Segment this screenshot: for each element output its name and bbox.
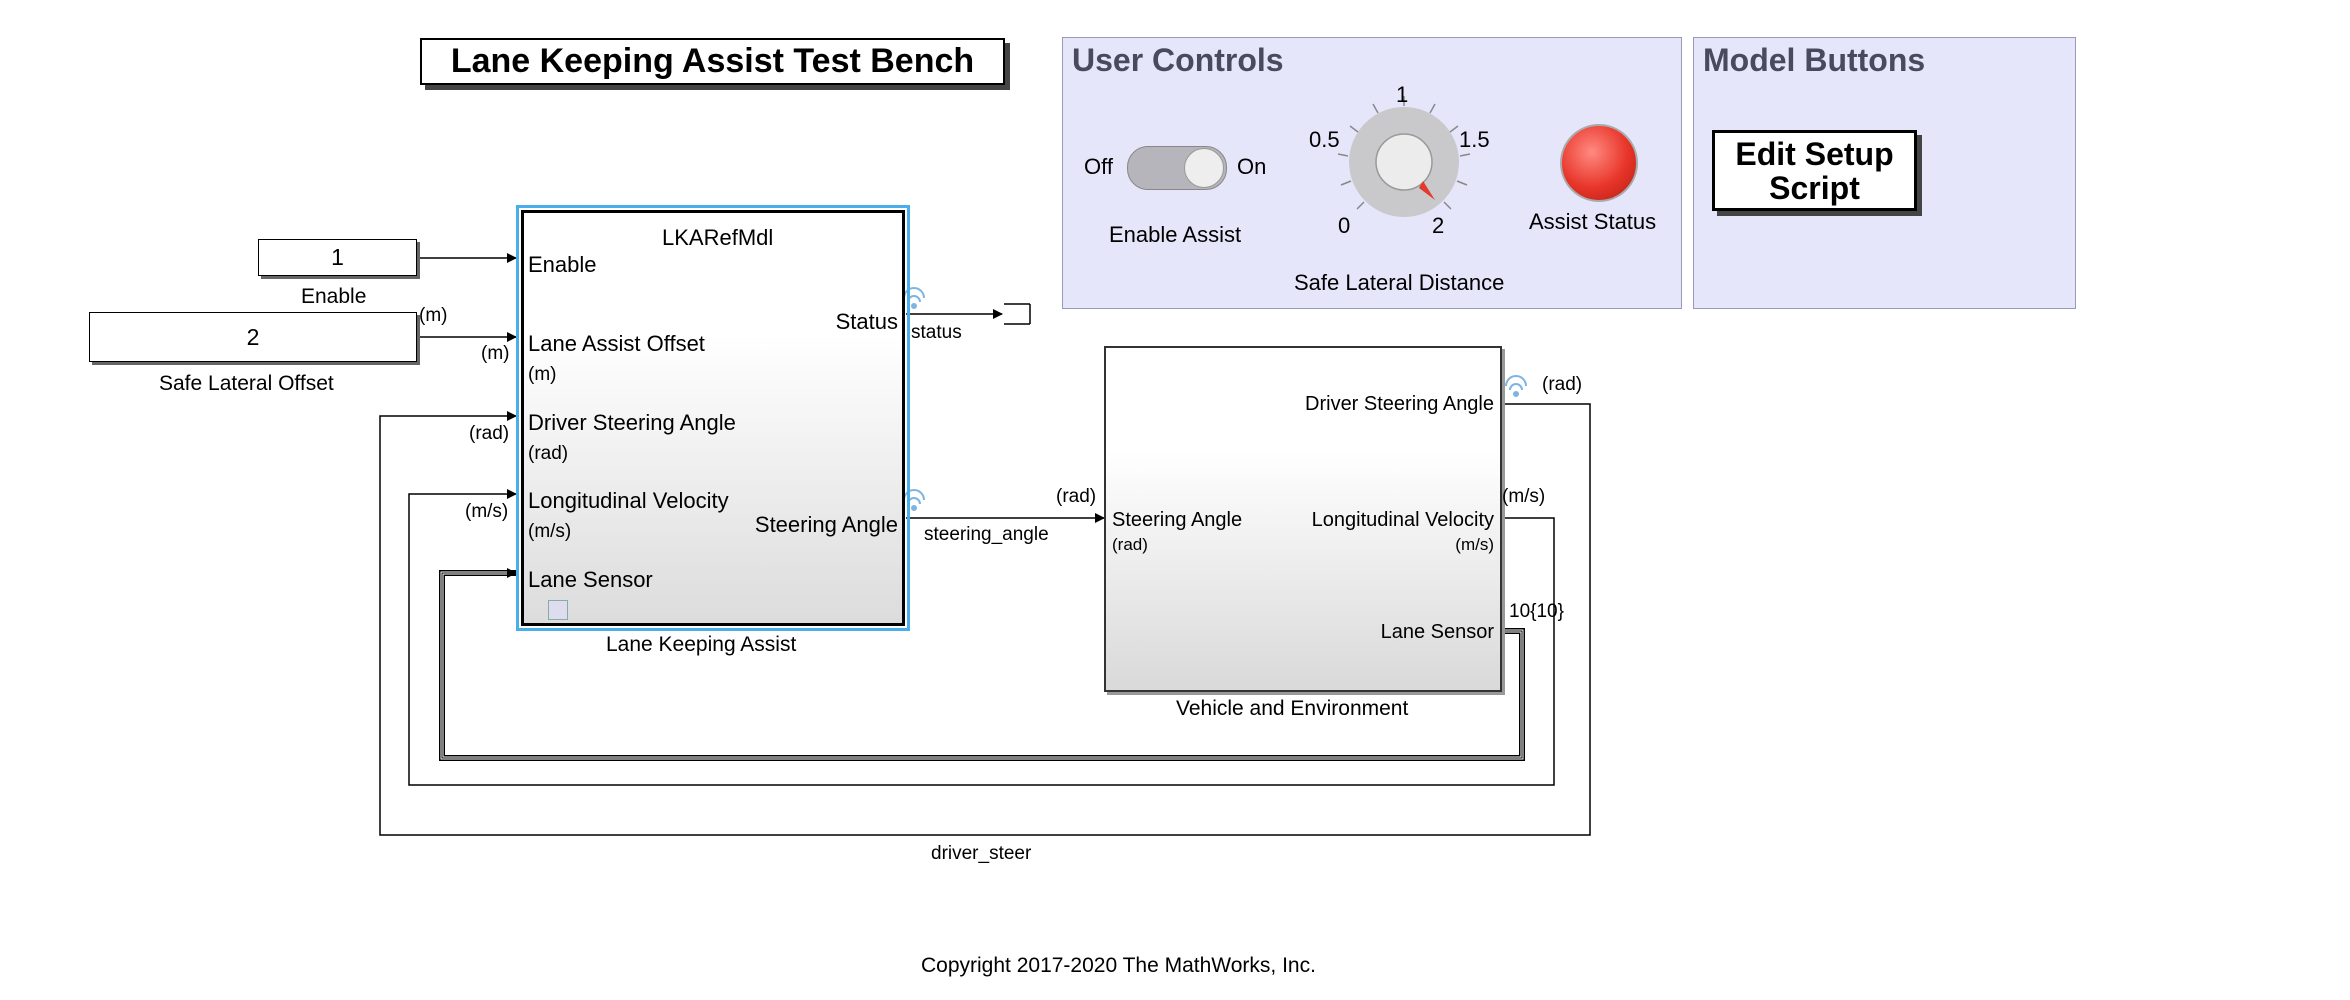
out-port-steering: Steering Angle: [754, 512, 898, 537]
signal-label-steering-angle: steering_angle: [924, 524, 1049, 545]
enable-constant-label: Enable: [301, 285, 367, 308]
offset-constant[interactable]: 2: [89, 312, 417, 362]
signal-unit-rad-in: (rad): [469, 423, 510, 444]
in-port-velocity-unit: (m/s): [528, 521, 572, 542]
out-port-velocity: Longitudinal Velocity: [1311, 509, 1494, 531]
switch-off-label: Off: [1084, 154, 1113, 179]
knob-dial: [1337, 96, 1471, 217]
in-port-offset: Lane Assist Offset: [528, 331, 705, 356]
out-port-driver-steer: Driver Steering Angle: [1305, 393, 1494, 415]
in-port-steering: Steering Angle: [1112, 509, 1243, 531]
knob-label: Safe Lateral Distance: [1294, 270, 1505, 295]
copyright-footer: Copyright 2017-2020 The MathWorks, Inc.: [921, 954, 1316, 977]
signal-unit-ms-out: (m/s): [1502, 486, 1546, 507]
switch-label: Enable Assist: [1109, 222, 1242, 247]
switch-on-label: On: [1237, 154, 1267, 179]
knob-tick-1: 1: [1396, 82, 1409, 107]
lka-block-name: Lane Keeping Assist: [606, 633, 797, 656]
edit-button-line1: Edit Setup: [1735, 135, 1894, 172]
signal-unit-m-in: (m): [481, 343, 510, 364]
edit-button-line2: Script: [1769, 169, 1860, 206]
user-controls-panel: User Controls Off On Enable Assist 0 0.5…: [1062, 37, 1682, 309]
knob-tick-0: 0: [1338, 213, 1351, 238]
terminator: [1004, 303, 1031, 325]
model-ref-icon: [548, 600, 568, 620]
knob-tick-2: 2: [1432, 213, 1445, 238]
enable-assist-switch[interactable]: [1127, 146, 1227, 190]
signal-unit-m-out: (m): [419, 305, 448, 326]
vehicle-environment-block[interactable]: Driver Steering Angle Steering Angle (ra…: [1104, 346, 1502, 692]
in-port-steering-unit: (rad): [1112, 535, 1148, 554]
lamp-label: Assist Status: [1529, 209, 1657, 234]
in-port-velocity: Longitudinal Velocity: [528, 488, 729, 513]
lane-keeping-assist-block[interactable]: LKARefMdl Enable Lane Assist Offset (m) …: [516, 205, 910, 631]
in-port-lane-sensor: Lane Sensor: [528, 567, 653, 592]
out-port-status: Status: [835, 309, 898, 334]
assist-status-lamp: [1560, 124, 1638, 202]
in-port-enable: Enable: [528, 252, 597, 277]
knob-tick-0-5: 0.5: [1309, 127, 1340, 152]
user-controls-heading: User Controls: [1072, 42, 1284, 78]
signal-unit-rad-steer-in: (rad): [1056, 486, 1097, 507]
signal-label-status: status: [911, 322, 962, 343]
model-ref-name: LKARefMdl: [662, 225, 774, 250]
model-buttons-heading: Model Buttons: [1703, 42, 1926, 78]
in-port-offset-unit: (m): [528, 364, 557, 385]
enable-constant[interactable]: 1: [258, 239, 417, 276]
out-port-lane-sensor: Lane Sensor: [1380, 621, 1494, 643]
safe-lateral-distance-knob[interactable]: [1349, 107, 1459, 217]
out-port-velocity-unit: (m/s): [1455, 535, 1494, 554]
vehicle-block-name: Vehicle and Environment: [1176, 697, 1409, 720]
signal-label-driver-steer: driver_steer: [931, 843, 1032, 864]
page-title: Lane Keeping Assist Test Bench: [420, 38, 1005, 85]
signal-unit-rad-out: (rad): [1542, 374, 1583, 395]
in-port-driver-unit: (rad): [528, 443, 569, 464]
offset-constant-label: Safe Lateral Offset: [159, 372, 334, 395]
in-port-driver-steer: Driver Steering Angle: [528, 410, 736, 435]
switch-thumb: [1184, 148, 1224, 188]
knob-tick-1-5: 1.5: [1459, 127, 1490, 152]
signal-dims-lane-sensor: 10{10}: [1509, 601, 1564, 622]
driver-steer-line: [379, 403, 1591, 836]
velocity-line: [408, 489, 1555, 786]
signal-unit-ms-in: (m/s): [465, 501, 509, 522]
